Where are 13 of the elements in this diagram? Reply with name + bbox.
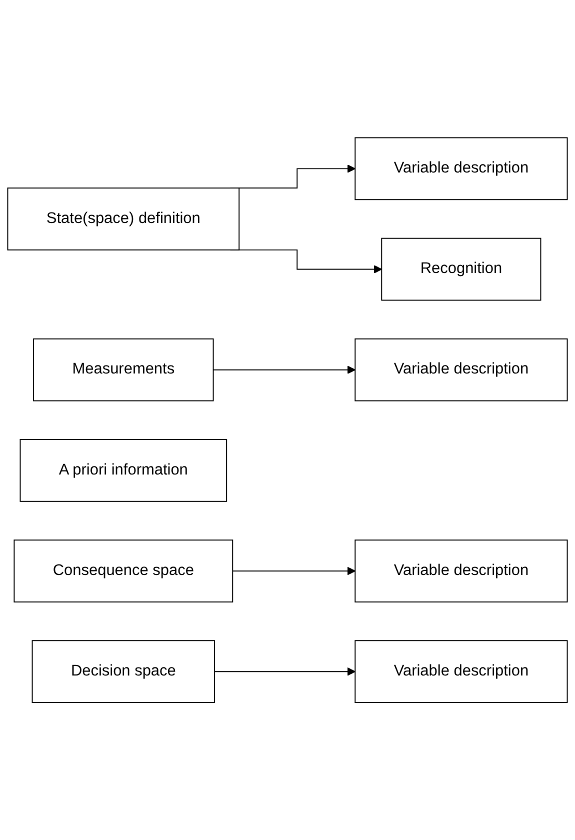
arrow (212, 365, 356, 374)
node-box: Decision space (32, 640, 216, 703)
node-box: Recognition (381, 238, 542, 301)
node-box: Variable description (354, 338, 568, 402)
node-box: A priori information (20, 438, 228, 502)
arrow (232, 566, 356, 576)
node-box: Variable description (354, 137, 568, 200)
node-box: Consequence space (14, 539, 234, 602)
node-box: Measurements (33, 338, 214, 402)
node-box: Variable description (354, 539, 568, 602)
node-box: Variable description (354, 640, 568, 703)
node-box: State(space) definition (7, 187, 240, 250)
arrow (214, 667, 356, 676)
